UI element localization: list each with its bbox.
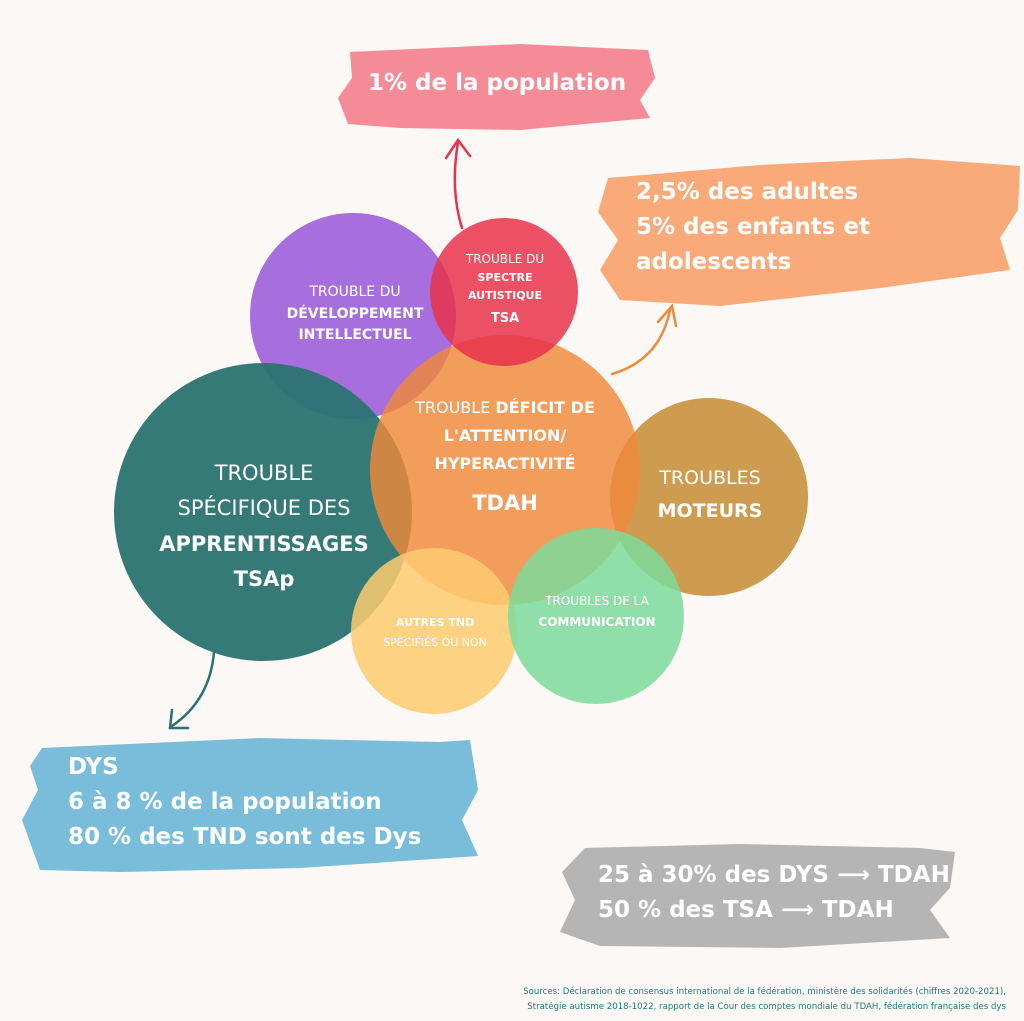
circle-autres-tnd <box>351 548 517 714</box>
arrow-tsap-head <box>168 708 190 730</box>
tdah-line3: HYPERACTIVITÉ <box>434 454 576 473</box>
sources-line2: Stratégie autisme 2018-1022, rapport de … <box>527 1002 1006 1012</box>
comorbidity-note-stroke <box>560 844 955 948</box>
arrow-tsap-to-note <box>170 650 216 728</box>
circle-tsa <box>430 218 578 366</box>
tsa-line4: TSA <box>490 310 520 326</box>
label-tsa: TROUBLE DU SPECTRE AUTISTIQUE TSA <box>440 252 570 327</box>
tsap-line3: APPRENTISSAGES <box>159 531 369 556</box>
note-comorbidity-line2: 50 % des TSA ⟶ TDAH <box>598 897 894 923</box>
note-dys: DYS 6 à 8 % de la population 80 % des TN… <box>68 750 421 855</box>
label-tdah: TROUBLE DÉFICIT DE L'ATTENTION/ HYPERACT… <box>390 398 620 516</box>
note-tdah-line1: 2,5% des adultes <box>636 179 859 205</box>
moteurs-line1: TROUBLES <box>659 467 761 489</box>
note-tdah-line2: 5% des enfants et <box>636 214 870 240</box>
note-dys-line1: DYS <box>68 754 119 780</box>
arrow-tdah-head <box>656 303 678 328</box>
tdah-line2: L'ATTENTION/ <box>443 426 567 445</box>
tdah-line1b: DÉFICIT DE <box>495 398 595 417</box>
tsa-note-stroke <box>338 44 655 130</box>
dev-line2: DÉVELOPPEMENT <box>286 305 424 322</box>
note-dys-line2: 6 à 8 % de la population <box>68 789 382 815</box>
dys-note-stroke <box>22 738 478 872</box>
communication-line2: COMMUNICATION <box>538 615 656 629</box>
autres-line1: AUTRES TND <box>395 616 475 629</box>
tsap-line1: TROUBLE <box>214 461 314 485</box>
sources-line1: Sources: Déclaration de consensus intern… <box>523 987 1006 997</box>
tdah-line1: TROUBLE DÉFICIT DE <box>390 398 620 418</box>
note-comorbidity-line1: 25 à 30% des DYS ⟶ TDAH <box>598 862 950 888</box>
communication-line1: TROUBLES DE LA <box>545 594 649 608</box>
tsa-line3: AUTISTIQUE <box>467 288 543 302</box>
tsa-line2: SPECTRE <box>477 271 533 284</box>
autres-line2: SPÉCIFIÉS OU NON <box>383 635 487 649</box>
moteurs-line2: MOTEURS <box>657 499 763 522</box>
tsa-line1: TROUBLE DU <box>465 252 545 266</box>
circle-communication <box>508 528 684 704</box>
label-moteurs: TROUBLES MOTEURS <box>625 467 795 524</box>
tsap-line4: TSAp <box>233 566 295 591</box>
tdah-line4: TDAH <box>472 491 538 515</box>
sources: Sources: Déclaration de consensus intern… <box>523 985 1006 1015</box>
note-dys-line3: 80 % des TND sont des Dys <box>68 824 422 850</box>
note-tsa-line1: 1% de la population <box>368 70 627 96</box>
label-developpement-intellectuel: TROUBLE DU DÉVELOPPEMENT INTELLECTUEL <box>265 284 445 345</box>
label-tsap: TROUBLE SPÉCIFIQUE DES APPRENTISSAGES TS… <box>140 460 388 592</box>
note-tdah-line3: adolescents <box>636 249 792 275</box>
tdah-line1a: TROUBLE <box>415 398 496 417</box>
dev-line1: TROUBLE DU <box>309 284 401 300</box>
arrow-tdah-to-note <box>610 308 672 376</box>
note-tsa: 1% de la population <box>368 66 626 101</box>
dev-line3: INTELLECTUEL <box>298 327 412 343</box>
arrow-tsa-head <box>444 137 472 160</box>
arrow-tsa-to-note <box>453 140 464 230</box>
tdah-note-stroke <box>598 158 1020 306</box>
note-comorbidity: 25 à 30% des DYS ⟶ TDAH 50 % des TSA ⟶ T… <box>598 858 950 928</box>
tsap-line2: SPÉCIFIQUE DES <box>177 496 351 521</box>
label-autres-tnd: AUTRES TND SPÉCIFIÉS OU NON <box>362 616 508 650</box>
label-communication: TROUBLES DE LA COMMUNICATION <box>518 594 676 630</box>
note-tdah: 2,5% des adultes 5% des enfants et adole… <box>636 175 870 280</box>
